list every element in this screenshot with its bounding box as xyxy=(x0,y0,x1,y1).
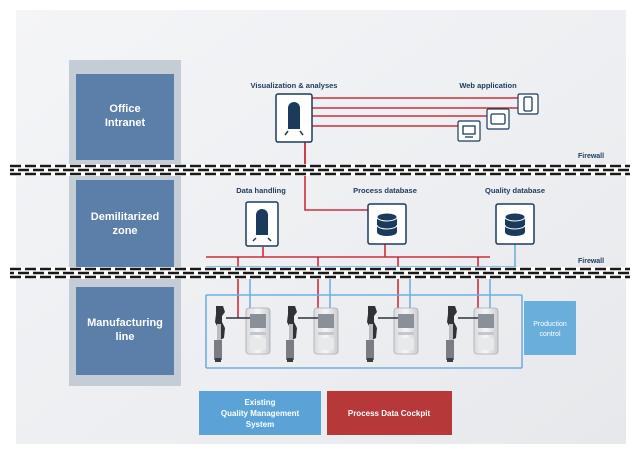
station-4 xyxy=(446,306,499,362)
zone-office xyxy=(76,74,174,160)
quality-database-label: Quality database xyxy=(485,186,545,195)
firewall-label-2: Firewall xyxy=(578,258,604,265)
process-database-icon xyxy=(367,203,407,245)
firewall-rail-1 xyxy=(10,164,630,176)
terminal-icon xyxy=(245,307,271,355)
tablet-icon xyxy=(486,108,510,130)
zone-dmz xyxy=(76,180,174,268)
legend-process-data-cockpit xyxy=(327,391,452,435)
production-control-line2: control xyxy=(539,331,560,338)
visualization-server-icon xyxy=(275,93,313,143)
zone-office-line1: Office xyxy=(109,103,140,115)
legend-cockpit-label: Process Data Cockpit xyxy=(348,409,431,418)
firewall-rail-2 xyxy=(10,267,630,279)
zone-manufacturing-line2: line xyxy=(116,331,135,343)
legend-existing-line1: Existing xyxy=(244,398,275,407)
station-1 xyxy=(214,306,271,362)
terminal-icon xyxy=(393,307,419,355)
zone-manufacturing-line1: Manufacturing xyxy=(87,317,163,329)
process-database-label: Process database xyxy=(353,186,417,195)
data-handling-label: Data handling xyxy=(236,186,286,195)
station-2 xyxy=(286,306,339,362)
production-control-box xyxy=(524,301,576,355)
zone-office-line2: Intranet xyxy=(105,117,146,129)
legend-existing-line2: Quality Management xyxy=(221,409,300,418)
data-handling-server-icon xyxy=(245,201,279,247)
production-control-line1: Production xyxy=(533,321,567,328)
smartphone-icon xyxy=(517,93,539,115)
zone-dmz-line1: Demilitarized xyxy=(91,211,159,223)
terminal-icon xyxy=(473,307,499,355)
web-application-label: Web application xyxy=(459,81,517,90)
legend-existing-line3: System xyxy=(246,420,274,429)
firewall-label-1: Firewall xyxy=(578,153,604,160)
desktop-monitor-icon xyxy=(457,120,481,142)
quality-database-icon xyxy=(495,203,535,245)
zone-manufacturing xyxy=(76,287,174,375)
zone-dmz-line2: zone xyxy=(112,225,137,237)
station-3 xyxy=(366,306,419,362)
terminal-icon xyxy=(313,307,339,355)
legend-existing-qms xyxy=(199,391,321,435)
visualization-label: Visualization & analyses xyxy=(251,81,338,90)
